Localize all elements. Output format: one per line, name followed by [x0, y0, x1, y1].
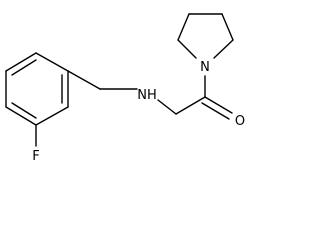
bond-ring-2 — [5, 52, 37, 72]
carbonyl-oxygen-label: O — [235, 114, 245, 129]
bond-c-o-1 — [204, 96, 233, 114]
bond-pyr-5 — [213, 39, 234, 59]
fluorine-label: F — [32, 149, 39, 164]
bond-c-o-2 — [201, 102, 230, 120]
bond-ch2-carbonyl — [175, 96, 206, 115]
bond-ring-double-2 — [11, 102, 37, 119]
ring-nitrogen-label: N — [200, 60, 210, 75]
bond-pyr-4 — [221, 13, 234, 41]
amine-nitrogen-label: NH — [137, 88, 157, 103]
bond-ring-1 — [35, 52, 69, 72]
benzene-ring — [5, 52, 69, 126]
bond-ring-double-1 — [11, 59, 37, 76]
bond-pyr-2 — [177, 13, 190, 41]
bond-ring-5 — [35, 106, 69, 126]
bond-ring-4 — [5, 106, 37, 126]
pyrrolidine-ring — [177, 13, 234, 59]
bond-nh-ch2 — [157, 99, 177, 115]
molecule-canvas: F NH N O — [5, 13, 246, 164]
bond-ring-ch2 — [67, 70, 101, 90]
structure-drawing: F NH N O — [5, 13, 245, 164]
bond-pyr-1 — [177, 39, 197, 59]
